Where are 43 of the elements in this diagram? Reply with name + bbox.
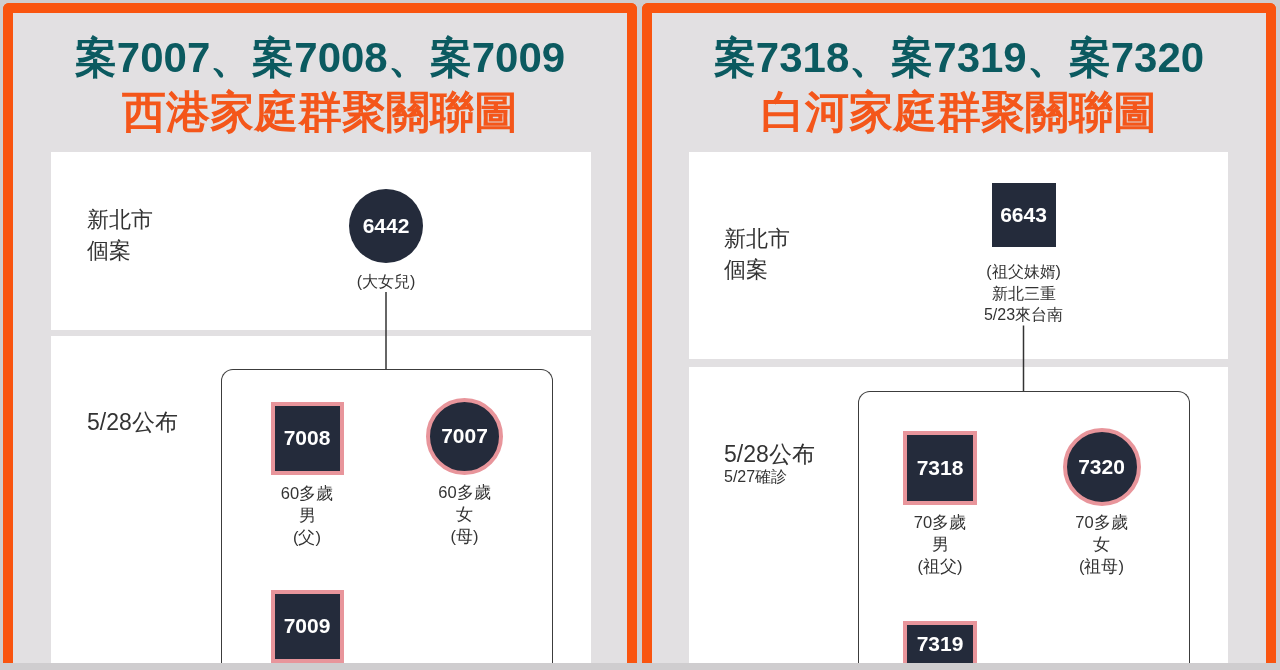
case-note: (大女兒) <box>356 272 416 292</box>
case-square: 7009 <box>270 589 344 663</box>
connector-line <box>385 291 387 370</box>
connector-line <box>1022 324 1025 392</box>
family-group-box <box>858 391 1190 663</box>
case-note: 男 <box>931 533 949 555</box>
panel-card <box>3 3 637 663</box>
case-note: 女 <box>456 503 473 525</box>
row-label: 5/28公布 <box>724 439 816 468</box>
case-square: 7318 <box>903 430 977 505</box>
case-square: 7008 <box>270 401 344 475</box>
case-note: 60多歲 <box>280 482 334 504</box>
case-note: 5/23來台南 <box>983 305 1064 325</box>
case-note: (祖母) <box>1079 555 1124 577</box>
row-label: 新北市個案 <box>724 225 791 284</box>
case-note: 男 <box>298 504 316 526</box>
case-note: 新北三重 <box>991 283 1056 304</box>
row-band <box>689 152 1228 359</box>
case-note: (祖父妹婿) <box>986 262 1061 282</box>
case-note: (父) <box>293 526 321 548</box>
case-note: 70多歲 <box>1075 511 1128 533</box>
case-note: 女 <box>1093 533 1110 555</box>
family-group-box <box>221 369 553 663</box>
case-note: (祖父) <box>917 555 963 577</box>
row-label: 新北市個案 <box>87 206 154 265</box>
case-circle: 7007 <box>426 397 503 475</box>
case-circle: 6442 <box>349 189 423 263</box>
panel-heading: 案7007、案7008、案7009 <box>74 34 566 81</box>
case-note: 70多歲 <box>913 511 967 533</box>
row-band <box>51 336 591 663</box>
case-circle: 7320 <box>1062 427 1141 506</box>
case-note: 60多歲 <box>438 481 491 503</box>
panel-subheading: 西港家庭群聚關聯圖 <box>122 88 518 137</box>
panel-card <box>642 3 1276 663</box>
row-label: 5/28公布 <box>87 408 179 436</box>
row-band <box>51 152 591 330</box>
case-note: (母) <box>450 525 479 547</box>
row-sublabel: 5/27確診 <box>724 467 789 487</box>
case-square: 7319 <box>903 620 977 663</box>
row-band <box>689 367 1228 663</box>
panel-subheading: 白河家庭群聚關聯圖 <box>761 88 1157 137</box>
case-square: 6643 <box>991 183 1056 247</box>
panel-heading: 案7318、案7319、案7320 <box>713 34 1205 81</box>
